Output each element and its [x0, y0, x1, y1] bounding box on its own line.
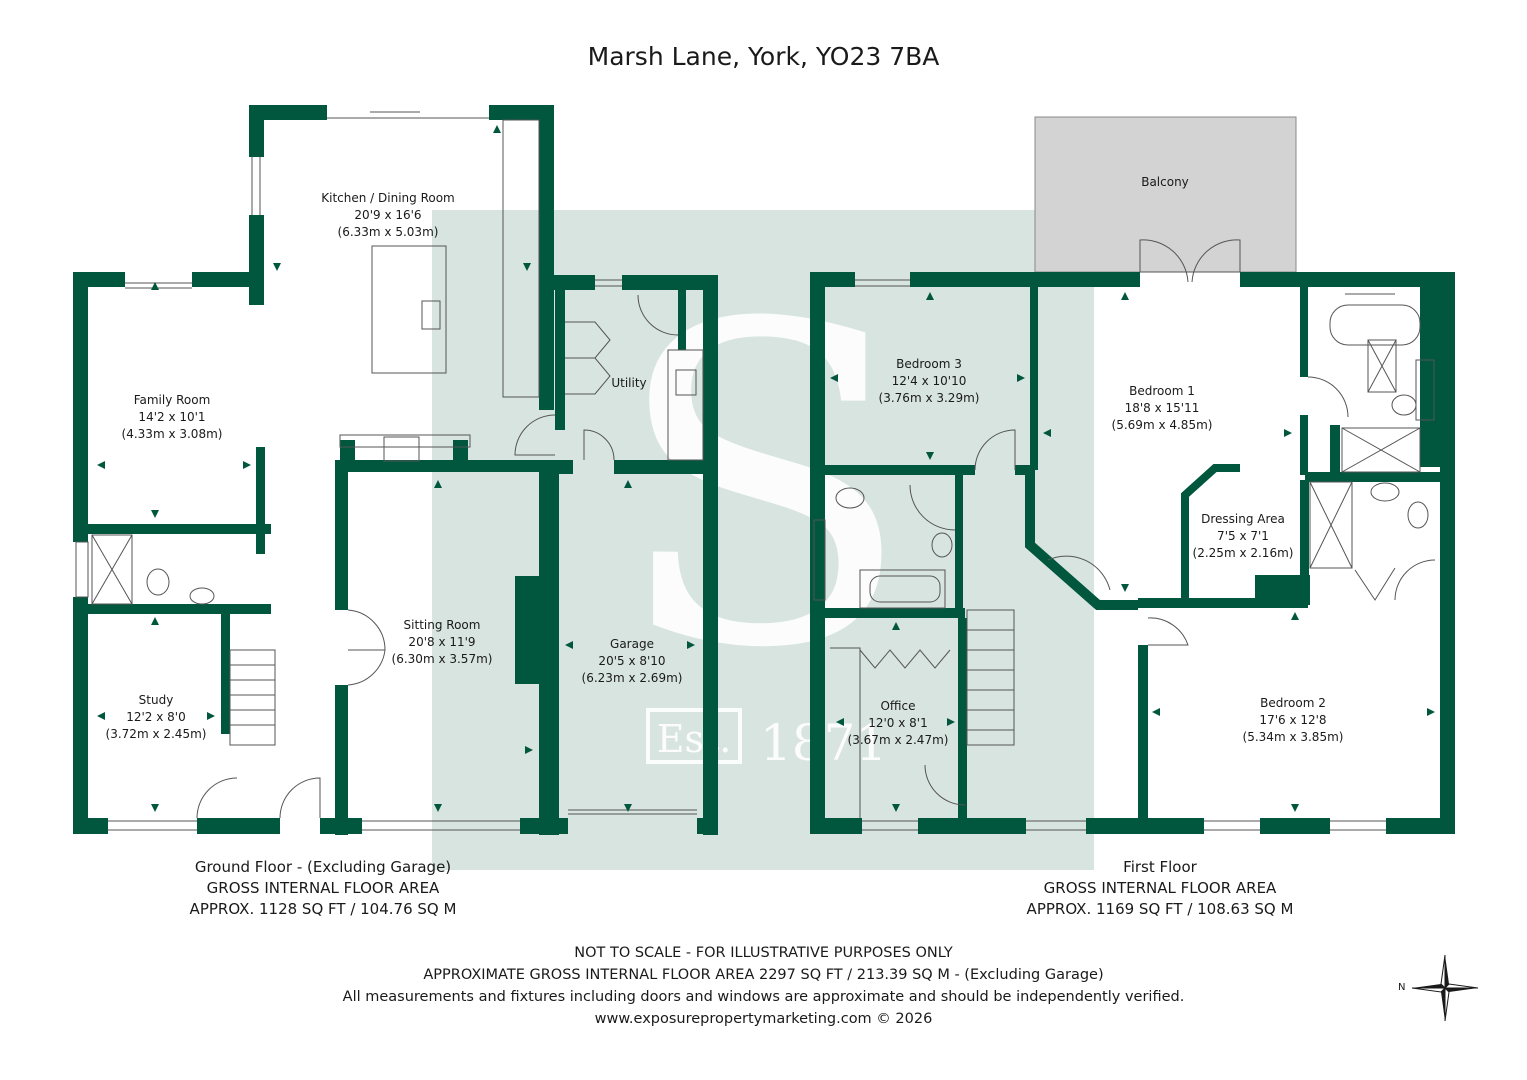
- room-name: Bedroom 1: [1129, 384, 1195, 398]
- room-metric: (5.34m x 3.85m): [1242, 730, 1344, 744]
- room-imperial: 14'2 x 10'1: [138, 410, 206, 424]
- room-family: Family Room 14'2 x 10'1 (4.33m x 3.08m): [122, 392, 223, 443]
- room-imperial: 12'4 x 10'10: [891, 374, 967, 388]
- room-bedroom2: Bedroom 2 17'6 x 12'8 (5.34m x 3.85m): [1243, 695, 1344, 746]
- footer-website[interactable]: www.exposurepropertymarketing.com © 2026: [594, 1011, 933, 1027]
- footer-line: NOT TO SCALE - FOR ILLUSTRATIVE PURPOSES…: [574, 945, 953, 961]
- room-sitting: Sitting Room 20'8 x 11'9 (6.30m x 3.57m): [392, 617, 493, 668]
- room-metric: (3.67m x 2.47m): [847, 733, 949, 747]
- room-imperial: 17'6 x 12'8: [1259, 713, 1327, 727]
- room-imperial: 7'5 x 7'1: [1217, 529, 1269, 543]
- compass-north-label: N: [1398, 982, 1405, 993]
- room-name: Kitchen / Dining Room: [321, 191, 455, 205]
- first-floor-walls: [810, 272, 1455, 834]
- compass-rose-icon: [1411, 954, 1479, 1022]
- room-metric: (2.25m x 2.16m): [1192, 546, 1294, 560]
- caption-line: First Floor: [1123, 858, 1197, 876]
- room-name: Dressing Area: [1201, 512, 1285, 526]
- room-name: Balcony: [1141, 175, 1189, 189]
- room-utility: Utility: [611, 375, 646, 392]
- room-name: Office: [880, 699, 916, 713]
- caption-line: APPROX. 1128 SQ FT / 104.76 SQ M: [189, 900, 457, 918]
- room-imperial: 20'9 x 16'6: [354, 208, 422, 222]
- room-garage: Garage 20'5 x 8'10 (6.23m x 2.69m): [582, 636, 683, 687]
- room-study: Study 12'2 x 8'0 (3.72m x 2.45m): [106, 692, 207, 743]
- balcony-area: [1034, 116, 1297, 273]
- watermark: S Est. 1871: [432, 210, 1094, 870]
- room-imperial: 20'8 x 11'9: [408, 635, 476, 649]
- room-bedroom1: Bedroom 1 18'8 x 15'11 (5.69m x 4.85m): [1112, 383, 1213, 434]
- footer-line: APPROXIMATE GROSS INTERNAL FLOOR AREA 22…: [423, 967, 1104, 983]
- watermark-letter: S: [612, 232, 913, 744]
- room-metric: (3.72m x 2.45m): [105, 727, 207, 741]
- room-metric: (4.33m x 3.08m): [121, 427, 223, 441]
- room-name: Family Room: [133, 393, 211, 407]
- room-name: Bedroom 3: [896, 357, 962, 371]
- caption-line: Ground Floor - (Excluding Garage): [194, 858, 452, 876]
- room-office: Office 12'0 x 8'1 (3.67m x 2.47m): [848, 698, 949, 749]
- footer-line: All measurements and fixtures including …: [342, 989, 1185, 1005]
- room-metric: (5.69m x 4.85m): [1111, 418, 1213, 432]
- room-name: Study: [138, 693, 174, 707]
- room-dressing: Dressing Area 7'5 x 7'1 (2.25m x 2.16m): [1193, 511, 1294, 562]
- page-title: Marsh Lane, York, YO23 7BA: [587, 42, 940, 71]
- caption-line: GROSS INTERNAL FLOOR AREA: [1043, 879, 1277, 897]
- room-name: Garage: [610, 637, 654, 651]
- first-floor-openings: [813, 239, 1436, 831]
- room-imperial: 12'2 x 8'0: [126, 710, 186, 724]
- caption-line: GROSS INTERNAL FLOOR AREA: [206, 879, 440, 897]
- room-metric: (3.76m x 3.29m): [878, 391, 980, 405]
- ground-floor-caption: Ground Floor - (Excluding Garage) GROSS …: [190, 857, 457, 920]
- room-name: Bedroom 2: [1260, 696, 1326, 710]
- room-kitchen: Kitchen / Dining Room 20'9 x 16'6 (6.33m…: [321, 190, 455, 241]
- room-imperial: 12'0 x 8'1: [868, 716, 928, 730]
- footer-notes: NOT TO SCALE - FOR ILLUSTRATIVE PURPOSES…: [0, 942, 1527, 1030]
- dimension-arrows: [97, 125, 1435, 812]
- first-floor-caption: First Floor GROSS INTERNAL FLOOR AREA AP…: [1027, 857, 1294, 920]
- ground-floor-openings: [75, 111, 704, 831]
- room-balcony: Balcony: [1141, 174, 1189, 191]
- caption-line: APPROX. 1169 SQ FT / 108.63 SQ M: [1026, 900, 1294, 918]
- room-bedroom3: Bedroom 3 12'4 x 10'10 (3.76m x 3.29m): [879, 356, 980, 407]
- room-metric: (6.33m x 5.03m): [337, 225, 439, 239]
- room-metric: (6.30m x 3.57m): [391, 652, 493, 666]
- room-imperial: 20'5 x 8'10: [598, 654, 666, 668]
- ground-floor-walls: [73, 105, 718, 835]
- watermark-est: Est.: [657, 717, 732, 761]
- room-name: Sitting Room: [403, 618, 481, 632]
- room-name: Utility: [611, 376, 647, 390]
- room-imperial: 18'8 x 15'11: [1124, 401, 1200, 415]
- room-metric: (6.23m x 2.69m): [581, 671, 683, 685]
